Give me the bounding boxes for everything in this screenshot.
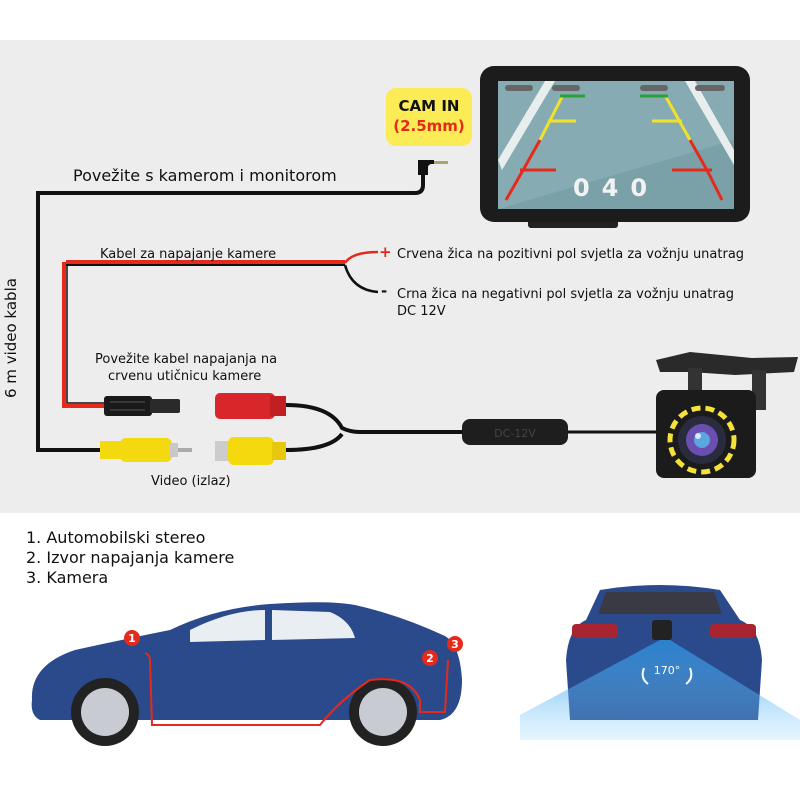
svg-text:2: 2 [426, 652, 434, 665]
rca-male-yellow-icon [100, 438, 192, 462]
legend-item-camera-power: 2. Izvor napajanja kamere [26, 548, 235, 567]
route-marker-1-icon [124, 630, 140, 646]
monitor-distance-text: 040 [573, 174, 659, 202]
route-marker-3-icon [447, 636, 463, 652]
component-legend: 1. Automobilski stereo 2. Izvor napajanj… [26, 528, 234, 588]
connect-power-label-line2: crvenu utičnicu kamere [108, 369, 262, 384]
cam-in-badge: CAM IN (2.5mm) [386, 88, 472, 146]
car-rear-view-icon [520, 585, 800, 740]
plus-sign: + [379, 243, 392, 261]
dc-voltage-label: DC 12V [397, 304, 446, 319]
black-wire-label: Crna žica na negativni pol svjetla za vo… [397, 287, 734, 302]
video-cable [36, 163, 425, 452]
legend-item-camera: 3. Kamera [26, 568, 109, 587]
minus-sign: - [381, 282, 388, 300]
inline-dc-box [462, 419, 568, 445]
audio-plug-icon [418, 160, 448, 175]
route-marker-2-icon [422, 650, 438, 666]
svg-text:1: 1 [128, 632, 136, 645]
legend-item-car-stereo: 1. Automobilski stereo [26, 528, 206, 547]
cable-length-label: 6 m video kabla [2, 278, 20, 398]
connect-power-label-line1: Povežite kabel napajanja na [95, 352, 278, 367]
dc-power-plug-icon [104, 396, 180, 416]
svg-text:3: 3 [451, 638, 459, 651]
video-output-label: Video (izlaz) [151, 474, 231, 489]
svg-text:DC-12V: DC-12V [494, 427, 536, 440]
camera-cable [285, 403, 462, 434]
black-wire [343, 264, 379, 294]
connect-camera-monitor-label: Povežite s kamerom i monitorom [73, 166, 337, 185]
cam-in-label: CAM IN [398, 97, 460, 115]
rca-female-yellow-icon [215, 437, 286, 465]
dc-female-red-connector-icon [215, 393, 286, 419]
cam-in-size: (2.5mm) [393, 117, 465, 135]
red-wire-label: Crvena žica na pozitivni pol svjetla za … [397, 247, 745, 262]
power-cable-label: Kabel za napajanje kamere [100, 247, 277, 262]
car-side-view-icon [31, 602, 463, 746]
camera-icon [656, 352, 798, 478]
red-wire [343, 250, 379, 264]
monitor-icon [480, 66, 750, 228]
view-angle-label: 170° [654, 664, 681, 677]
